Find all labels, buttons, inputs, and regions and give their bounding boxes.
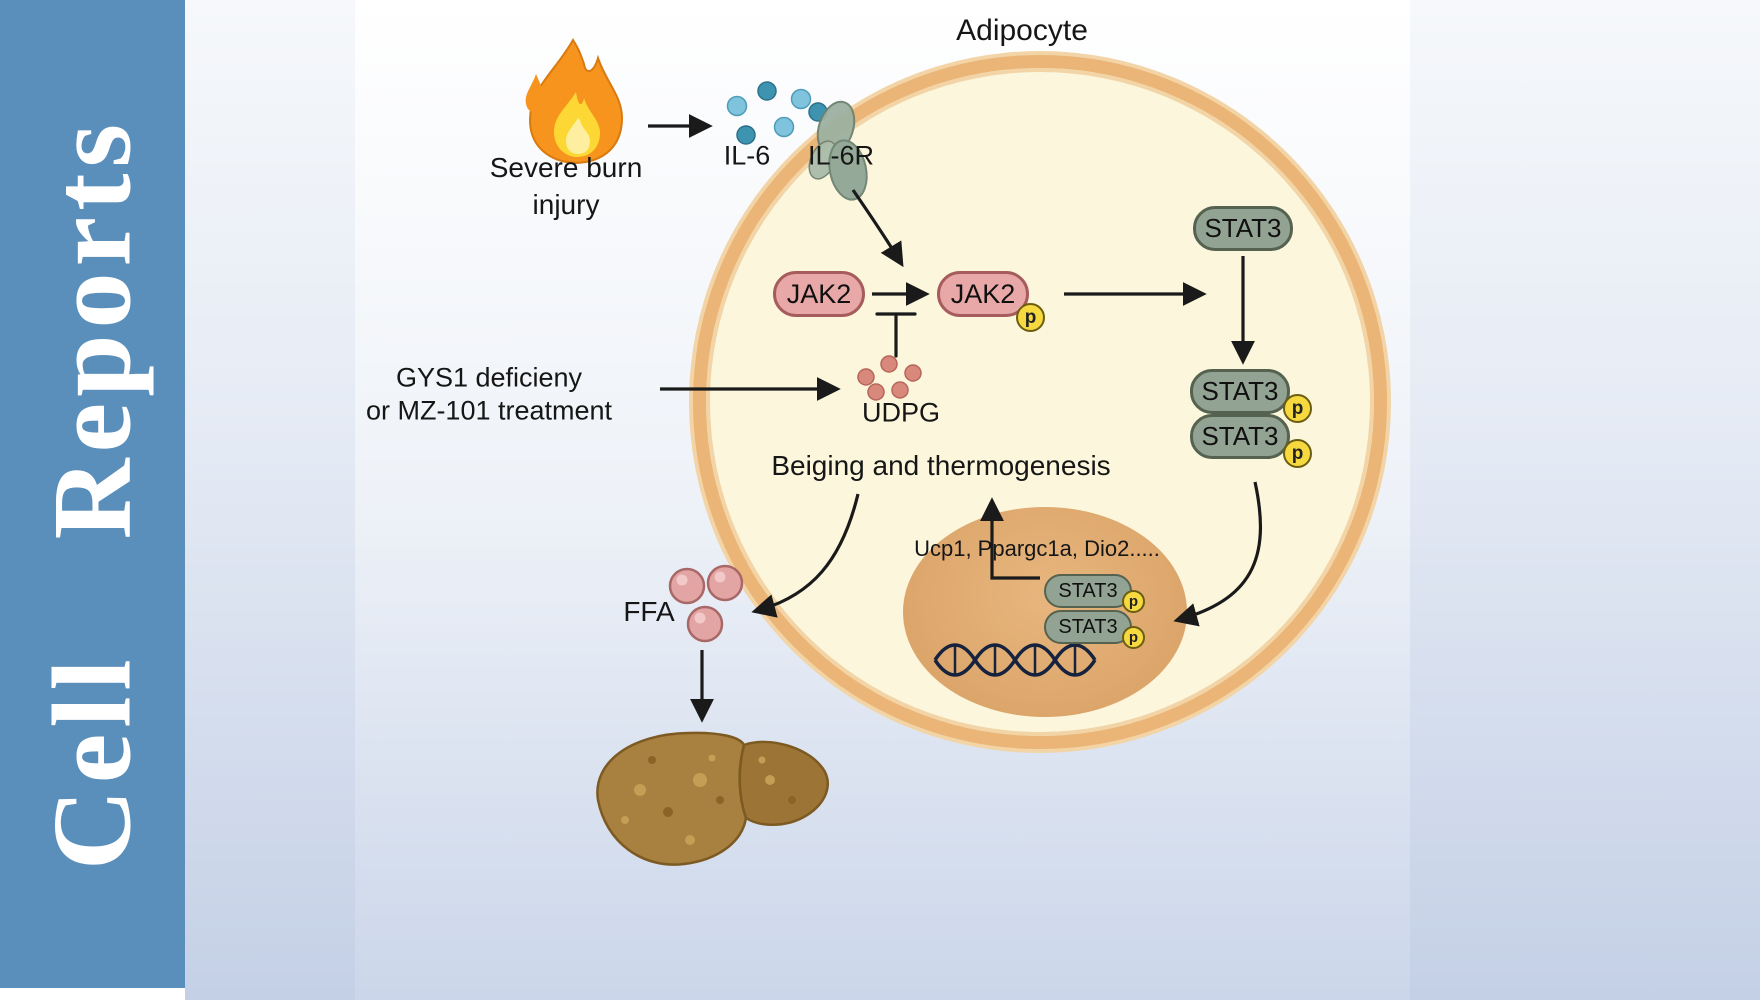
phospho-badge: p — [1016, 303, 1045, 332]
jak2-node: JAK2 — [773, 271, 865, 317]
nuclear-stat3-top-label: STAT3 — [1058, 579, 1118, 602]
genes-label: Ucp1, Ppargc1a, Dio2..... — [914, 536, 1160, 561]
jak2-node-label: JAK2 — [786, 278, 852, 309]
phospho-badge: p — [1122, 590, 1145, 613]
nuclear-stat3-bottom-node: STAT3 — [1044, 610, 1132, 644]
gys1-label-line1: GYS1 deficieny — [395, 362, 583, 393]
gys1-label-line2: or MZ-101 treatment — [365, 395, 613, 426]
journal-title: Cell Reports — [30, 117, 154, 871]
udpg-label: UDPG — [861, 397, 941, 428]
stat3-dimer-top-node: STAT3 — [1190, 369, 1290, 414]
phospho-badge: p — [1283, 439, 1312, 468]
stat3-node-label: STAT3 — [1204, 213, 1282, 243]
phospho-badge: p — [1122, 626, 1145, 649]
phospho-badge: p — [1283, 394, 1312, 423]
jak2-phospho-node-label: JAK2 — [950, 278, 1016, 309]
nuclear-stat3-bottom-label: STAT3 — [1058, 615, 1118, 638]
nuclear-stat3-top-node: STAT3 — [1044, 574, 1132, 608]
stat3-dimer-top-label: STAT3 — [1201, 376, 1279, 406]
il6r-label: IL-6R — [807, 140, 875, 171]
journal-sidebar: Cell Reports — [0, 0, 185, 988]
nucleus — [903, 507, 1187, 717]
ffa-label: FFA — [623, 596, 675, 627]
stat3-dimer-bottom-node: STAT3 — [1190, 414, 1290, 459]
il6-label: IL-6 — [723, 140, 771, 171]
cell-title: Adipocyte — [956, 14, 1088, 47]
burn-label-line1: Severe burn — [489, 152, 643, 183]
jak2-phospho-node: JAK2 — [937, 271, 1029, 317]
burn-label-line2: injury — [532, 189, 600, 220]
beiging-label: Beiging and thermogenesis — [771, 450, 1111, 481]
stat3-node: STAT3 — [1193, 206, 1293, 251]
stat3-dimer-bottom-label: STAT3 — [1201, 421, 1279, 451]
